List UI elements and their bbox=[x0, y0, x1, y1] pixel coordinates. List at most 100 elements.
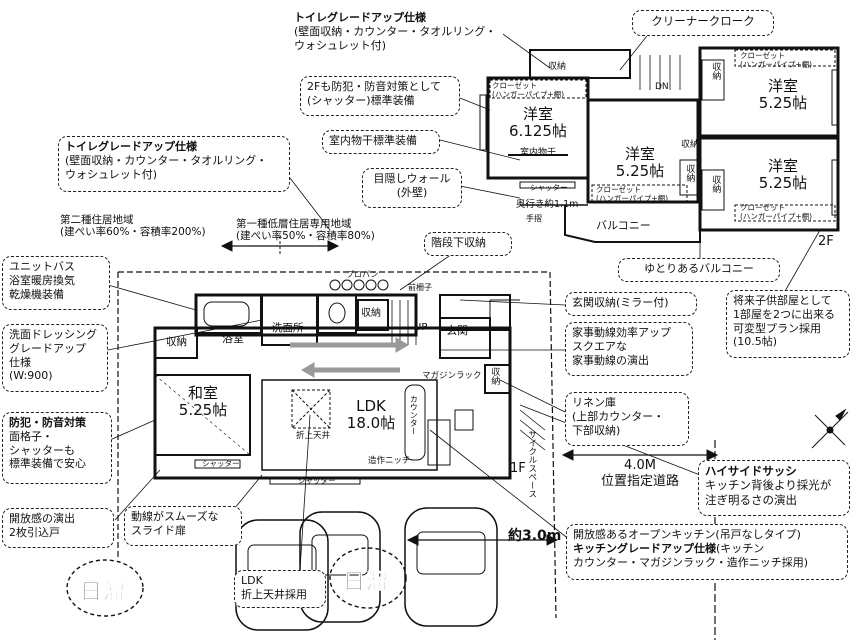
callout-toilet-upgrade-2f: トイレグレードアップ仕様 (壁面収納・カウンター・タオルリング・ ウォシュレット… bbox=[288, 8, 503, 60]
room-western-2: 洋室 5.25帖 bbox=[605, 146, 675, 179]
room-storage-1f-left: 収納 bbox=[166, 336, 187, 348]
callout-line: 乾燥機装備 bbox=[9, 287, 64, 301]
callout-title: ハイサイドサッシ bbox=[705, 464, 797, 478]
callout-title-suffix: (キッチン bbox=[716, 541, 765, 555]
callout-line: シャッターも bbox=[9, 443, 75, 457]
callout-line: ユニットバス bbox=[9, 260, 75, 273]
closet-label-3: クローゼット (ハンガーパイプ+棚) bbox=[740, 51, 813, 69]
callout-line: 折上天井採用 bbox=[241, 587, 307, 601]
closet-label-4: クローゼット (ハンガーパイプ+棚) bbox=[740, 203, 813, 221]
closet-text: クローゼット bbox=[596, 185, 641, 194]
cycle-space-label: サイクルスペース bbox=[526, 430, 537, 498]
room-bath: 浴室 bbox=[222, 332, 244, 345]
callout-line: リネン庫 bbox=[572, 396, 616, 409]
callout-future-room: 将来子供部屋として 1部屋を2つに出来る 可変型プラン採用 (10.5帖) bbox=[726, 290, 850, 358]
callout-ldk-ceiling: LDK 折上天井採用 bbox=[234, 570, 326, 608]
storage-2f-5: 収納 bbox=[710, 175, 721, 193]
callout-toilet-upgrade-1f: トイレグレードアップ仕様 (壁面収納・カウンター・タオルリング・ ウォシュレット… bbox=[58, 136, 290, 192]
room-washroom: 洗面所 bbox=[272, 322, 304, 334]
callout-cleaner-cloak: クリーナークローク bbox=[632, 10, 774, 36]
callout-title: キッチングレードアップ仕様 bbox=[573, 541, 716, 555]
callout-line: 階段下収納 bbox=[431, 236, 486, 249]
callout-shutter-2f: 2Fも防犯・防音対策として (シャッター)標準装備 bbox=[300, 76, 460, 116]
hinata-label-left: 日溜 bbox=[80, 580, 127, 606]
niche-label: 造作ニッチ bbox=[368, 456, 411, 466]
balcony-label: バルコニー bbox=[596, 219, 651, 232]
callout-housework: 家事動線効率アップ スクエアな 家事動線の演出 bbox=[565, 322, 693, 376]
callout-open-kitchen: 開放感あるオープンキッチン(吊戸なしタイプ) キッチングレードアップ仕様(キッチ… bbox=[566, 524, 848, 580]
zone-ratio: (建ぺい率50%・容積率80%) bbox=[236, 230, 375, 243]
zone-name: 第二種住居地域 bbox=[60, 214, 134, 226]
shutter-1f-label-1: シャッター bbox=[202, 459, 240, 468]
road-width: 4.0M bbox=[624, 458, 656, 473]
room-name: 洋室 bbox=[767, 157, 798, 175]
callout-line: 可変型プラン採用 bbox=[733, 321, 821, 335]
indoor-dryer-label: 室内物干 bbox=[520, 148, 557, 158]
room-storage-1f-right: 収納 bbox=[489, 367, 500, 385]
callout-line: ウォシュレット付) bbox=[294, 38, 387, 52]
callout-line: 室内物干標準装備 bbox=[329, 134, 417, 147]
room-size: 5.25帖 bbox=[615, 161, 665, 180]
room-storage-1f-mid: 収納 bbox=[361, 308, 381, 319]
callout-line: スライド扉 bbox=[131, 523, 186, 537]
room-size: 5.25帖 bbox=[758, 173, 808, 192]
callout-line: キッチングレードアップ仕様(キッチン bbox=[573, 542, 841, 556]
callout-line: 家事動線効率アップ bbox=[572, 326, 671, 339]
callout-entrance-storage: 玄関収納(ミラー付) bbox=[565, 292, 697, 316]
closet-text: クローゼット bbox=[740, 203, 785, 212]
closet-sub-text: (ハンガーパイプ+棚) bbox=[740, 211, 813, 221]
room-ldk: LDK 18.0帖 bbox=[336, 398, 406, 431]
closet-sub-text: (ハンガーパイプ+棚) bbox=[740, 59, 813, 69]
closet-sub-text: (ハンガーパイプ+棚) bbox=[492, 89, 565, 99]
shutter-1f-label-2: シャッター bbox=[298, 476, 336, 485]
callout-line: 下部収納) bbox=[572, 423, 621, 437]
magazine-rack-label: マガジンラック bbox=[422, 371, 482, 381]
callout-line: 家事動線の演出 bbox=[572, 353, 649, 367]
floor-label-1f: 1F bbox=[510, 461, 526, 476]
callout-line: 洗面ドレッシング bbox=[9, 328, 97, 341]
callout-line: (外壁) bbox=[396, 185, 428, 199]
closet-label-2: クローゼット (ハンガーパイプ+棚) bbox=[596, 185, 668, 203]
callout-line: 将来子供部屋として bbox=[733, 294, 832, 307]
callout-line: (壁面収納・カウンター・タオルリング・ bbox=[65, 153, 268, 167]
callout-dressing: 洗面ドレッシング グレードアップ 仕様 (W:900) bbox=[2, 324, 108, 392]
callout-line: 開放感の演出 bbox=[9, 512, 75, 525]
callout-blind-wall: 目隠しウォール (外壁) bbox=[362, 168, 462, 208]
callout-line: ゆとりあるバルコニー bbox=[644, 262, 754, 275]
hinata-label-right: 日溜 bbox=[343, 570, 390, 596]
room-washitsu: 和室 5.25帖 bbox=[168, 385, 238, 418]
room-name: 和室 bbox=[187, 384, 218, 402]
callout-line: 注ぎ明るさの演出 bbox=[705, 492, 797, 507]
callout-linen: リネン庫 (上部カウンター・ 下部収納) bbox=[565, 392, 689, 446]
shutter-2f-label: シャッター bbox=[530, 183, 568, 192]
floor-label-2f: 2F bbox=[818, 234, 834, 249]
callout-unit-bath: ユニットバス 浴室暖房換気 乾燥機装備 bbox=[2, 256, 110, 310]
callout-smooth-door: 動線がスムーズな スライド扉 bbox=[124, 506, 242, 546]
callout-line: (シャッター)標準装備 bbox=[307, 93, 415, 107]
room-name: 洋室 bbox=[767, 77, 798, 95]
room-size: 5.25帖 bbox=[758, 93, 808, 112]
road-name: 位置指定道路 bbox=[600, 473, 679, 489]
storage-2f-4: 収納 bbox=[684, 164, 695, 182]
parking-depth: 約3.0m bbox=[508, 528, 562, 544]
callout-line: 動線がスムーズな bbox=[131, 510, 219, 523]
counter-label: カウンター bbox=[409, 395, 419, 435]
balcony-depth: 奥行き約1.1m bbox=[516, 199, 579, 210]
callout-line: 1部屋を2つに出来る bbox=[733, 307, 835, 321]
room-western-1: 洋室 6.125帖 bbox=[503, 106, 573, 139]
room-western-4: 洋室 5.25帖 bbox=[748, 158, 818, 191]
callout-spacious-balcony: ゆとりあるバルコニー bbox=[618, 258, 780, 282]
propane-label: プロパン bbox=[346, 270, 379, 279]
closet-text: クローゼット bbox=[740, 51, 785, 60]
callout-line: カウンター・マガジンラック・造作ニッチ採用) bbox=[573, 555, 809, 569]
callout-line: 2枚引込戸 bbox=[9, 525, 60, 539]
dn-label: DN bbox=[655, 82, 669, 92]
callout-line: LDK bbox=[241, 574, 263, 587]
zone-ratio: (建ぺい率60%・容積率200%) bbox=[60, 226, 206, 239]
callout-line: 2Fも防犯・防音対策として bbox=[307, 80, 441, 93]
room-western-3: 洋室 5.25帖 bbox=[748, 78, 818, 111]
callout-line: 標準装備で安心 bbox=[9, 457, 86, 471]
callout-line: 面格子・ bbox=[9, 429, 53, 443]
zone-label-1: 第一種低層住居専用地域 (建ぺい率50%・容積率80%) bbox=[236, 218, 375, 242]
